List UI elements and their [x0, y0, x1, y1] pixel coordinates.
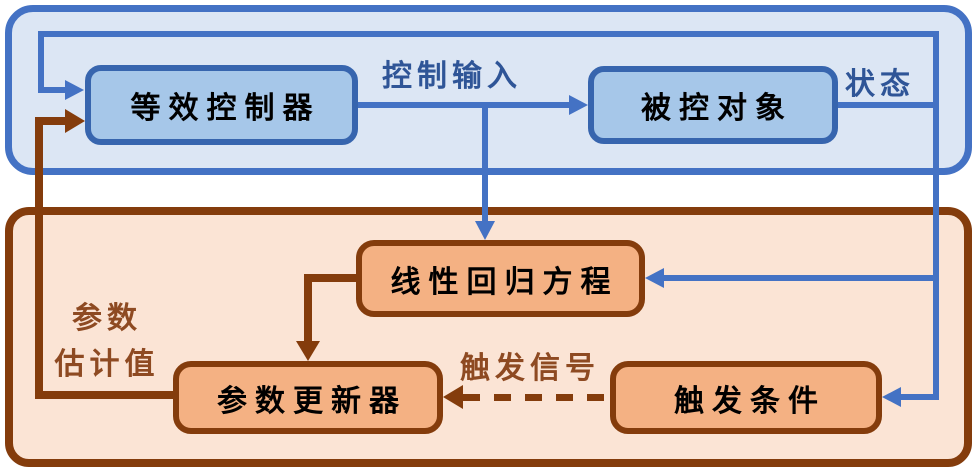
node-equivalent-controller: 等效控制器 [85, 65, 358, 145]
edge-parameter-estimate-bottom-line [35, 391, 173, 399]
node-controlled-plant: 被控对象 [588, 66, 838, 144]
edge-control-input-branch-arrowhead [475, 221, 495, 240]
label-parameter-estimate: 参数 估计值 [54, 301, 160, 382]
edge-state-out-line [838, 102, 933, 108]
node-parameter-updater: 参数更新器 [173, 361, 443, 434]
label-control-input: 控制输入 [382, 59, 522, 94]
node-linear-regression: 线性回归方程 [356, 240, 645, 317]
edge-trigger-signal-dashed-line [463, 394, 610, 401]
edge-control-input-line [358, 102, 574, 108]
edge-state-to-regression-line [663, 275, 935, 281]
edge-state-feedback-top-line [38, 31, 939, 37]
edge-state-to-regression-arrowhead [645, 268, 664, 288]
label-state: 状态 [845, 67, 915, 102]
edge-parameter-estimate-top-line [35, 117, 70, 125]
edge-state-feedback-left-drop [38, 31, 44, 93]
edge-parameter-estimate-arrowhead [65, 109, 85, 133]
edge-regression-to-updater-horizontal [304, 274, 356, 282]
edge-state-feedback-arrowhead [65, 80, 84, 100]
edge-control-input-branch-line [482, 102, 488, 226]
edge-regression-to-updater-arrowhead [296, 341, 320, 361]
node-trigger-condition: 触发条件 [610, 361, 882, 434]
label-trigger-signal: 触发信号 [460, 351, 600, 386]
edge-regression-to-updater-vertical [304, 274, 312, 343]
edge-state-to-trigger-line [898, 394, 935, 400]
edge-state-to-trigger-arrowhead [882, 387, 901, 407]
edge-state-feedback-stem [38, 87, 70, 93]
edge-trigger-signal-arrowhead [443, 385, 463, 409]
edge-state-right-vertical [933, 31, 939, 400]
edge-control-input-arrowhead [569, 95, 588, 115]
edge-parameter-estimate-vertical [35, 117, 43, 399]
